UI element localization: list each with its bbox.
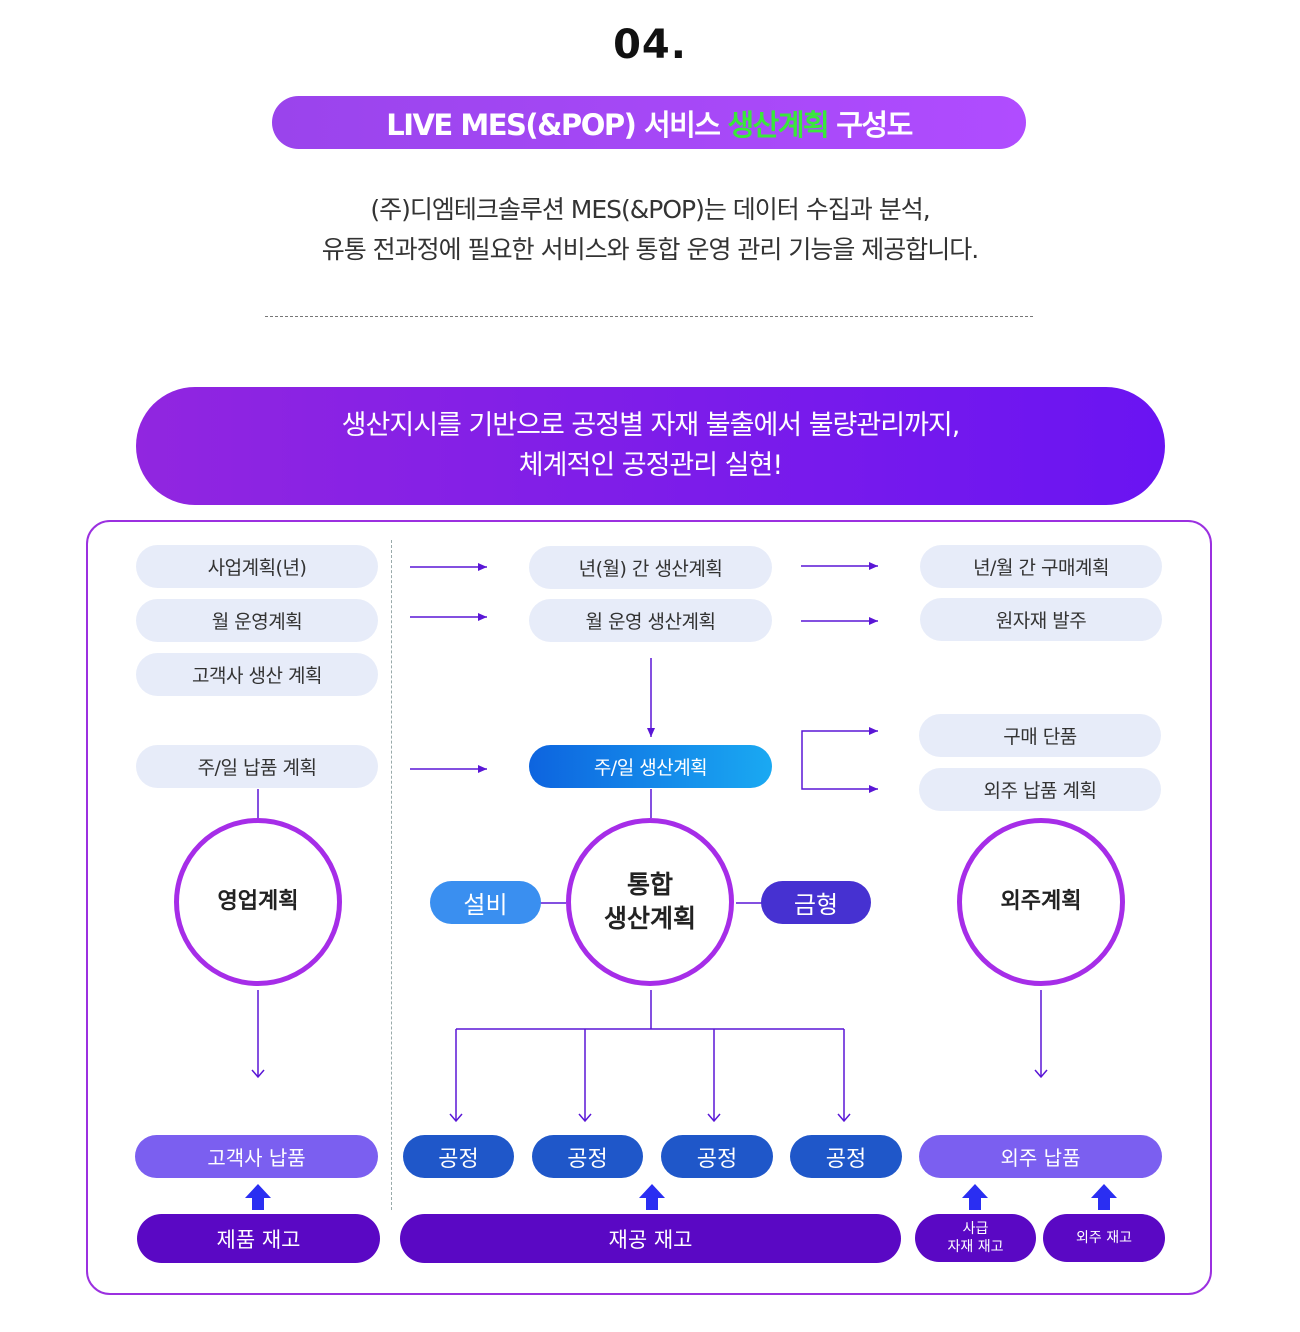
up-arrow-product-stock	[245, 1184, 271, 1210]
banner-line-1: 생산지시를 기반으로 공정별 자재 불출에서 불량관리까지,	[341, 410, 961, 441]
title-prefix: LIVE MES(&POP) 서비스	[386, 107, 721, 142]
outsource-delivery: 외주 납품	[919, 1135, 1162, 1178]
center-item-annual-production: 년(월) 간 생산계획	[529, 546, 772, 589]
column-divider	[391, 540, 392, 1210]
diagram-frame	[86, 520, 1212, 1295]
center-item-monthly-production: 월 운영 생산계획	[529, 599, 772, 642]
circle-center-line-2: 생산계획	[603, 904, 696, 933]
title-accent: 생산계획	[727, 107, 830, 142]
equipment-tag: 설비	[430, 881, 541, 924]
right-item-purchase-single: 구매 단품	[919, 714, 1161, 757]
title-pill: LIVE MES(&POP) 서비스 생산계획 구성도	[272, 96, 1026, 149]
right-item-raw-material-order: 원자재 발주	[920, 598, 1162, 641]
supplied-material-stock: 사급 자재 재고	[915, 1214, 1036, 1262]
product-stock: 제품 재고	[137, 1214, 380, 1263]
section-number: 04.	[613, 22, 687, 68]
process-2: 공정	[532, 1135, 643, 1178]
description-line-2: 유통 전과정에 필요한 서비스와 통합 운영 관리 기능을 제공합니다.	[321, 235, 980, 264]
circle-integrated-production-plan: 통합 생산계획	[566, 818, 734, 986]
circle-sales-plan: 영업계획	[174, 818, 342, 986]
banner: 생산지시를 기반으로 공정별 자재 불출에서 불량관리까지, 체계적인 공정관리…	[136, 387, 1165, 505]
description-line-1: (주)디엠테크솔루션 MES(&POP)는 데이터 수집과 분석,	[370, 195, 930, 224]
circle-center-line-1: 통합	[626, 870, 673, 899]
title-suffix: 구성도	[836, 107, 913, 142]
left-item-delivery-plan: 주/일 납품 계획	[136, 745, 378, 788]
circle-outsource-plan: 외주계획	[957, 818, 1125, 986]
left-item-monthly-plan: 월 운영계획	[136, 599, 378, 642]
outsource-stock: 외주 재고	[1043, 1214, 1165, 1262]
weekly-production-plan: 주/일 생산계획	[529, 745, 772, 788]
wip-stock: 재공 재고	[400, 1214, 901, 1263]
customer-delivery: 고객사 납품	[135, 1135, 378, 1178]
left-item-customer-plan: 고객사 생산 계획	[136, 653, 378, 696]
mold-tag: 금형	[761, 881, 871, 924]
process-4: 공정	[790, 1135, 902, 1178]
supplied-line-2: 자재 재고	[947, 1239, 1004, 1255]
up-arrow-supplied-stock	[962, 1184, 988, 1210]
left-item-annual-plan: 사업계획(년)	[136, 545, 378, 588]
banner-line-2: 체계적인 공정관리 실현!	[518, 450, 783, 481]
right-item-outsource-delivery-plan: 외주 납품 계획	[919, 768, 1161, 811]
up-arrow-outsource-stock	[1091, 1184, 1117, 1210]
process-3: 공정	[661, 1135, 773, 1178]
right-item-purchase-plan: 년/월 간 구매계획	[920, 545, 1162, 588]
bracket-weekly-right	[801, 730, 878, 790]
supplied-line-1: 사급	[962, 1221, 989, 1237]
dashed-divider	[265, 316, 1033, 317]
up-arrow-wip-stock	[639, 1184, 665, 1210]
process-1: 공정	[403, 1135, 514, 1178]
